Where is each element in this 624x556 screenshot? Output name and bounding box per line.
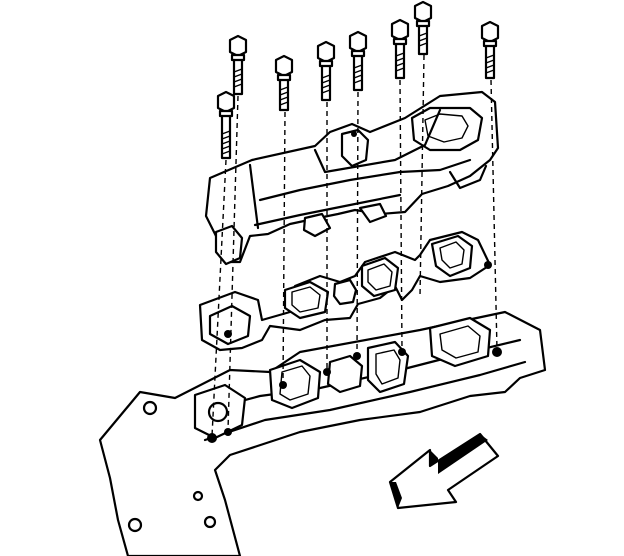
bolt-2 xyxy=(228,34,248,96)
bolt-7 xyxy=(413,0,433,56)
head-port-3 xyxy=(366,340,410,394)
cylinder-head xyxy=(98,310,547,556)
manifold-gasket xyxy=(198,230,492,352)
bolt-5 xyxy=(348,30,368,92)
head-port-2 xyxy=(326,354,364,394)
head-port-1 xyxy=(268,358,322,410)
bolt-8 xyxy=(480,20,500,80)
bolt-6 xyxy=(390,18,410,80)
bolt-4 xyxy=(316,40,336,102)
head-port-4 xyxy=(428,316,492,368)
intake-manifold xyxy=(204,90,500,266)
alignment-lines xyxy=(211,54,498,437)
bolts xyxy=(216,0,500,160)
gasket-opening-2 xyxy=(332,278,358,306)
bolt-3 xyxy=(274,54,294,112)
gasket-opening-4 xyxy=(430,234,474,278)
bolt-1 xyxy=(216,90,236,160)
front-direction-arrow xyxy=(388,432,500,510)
